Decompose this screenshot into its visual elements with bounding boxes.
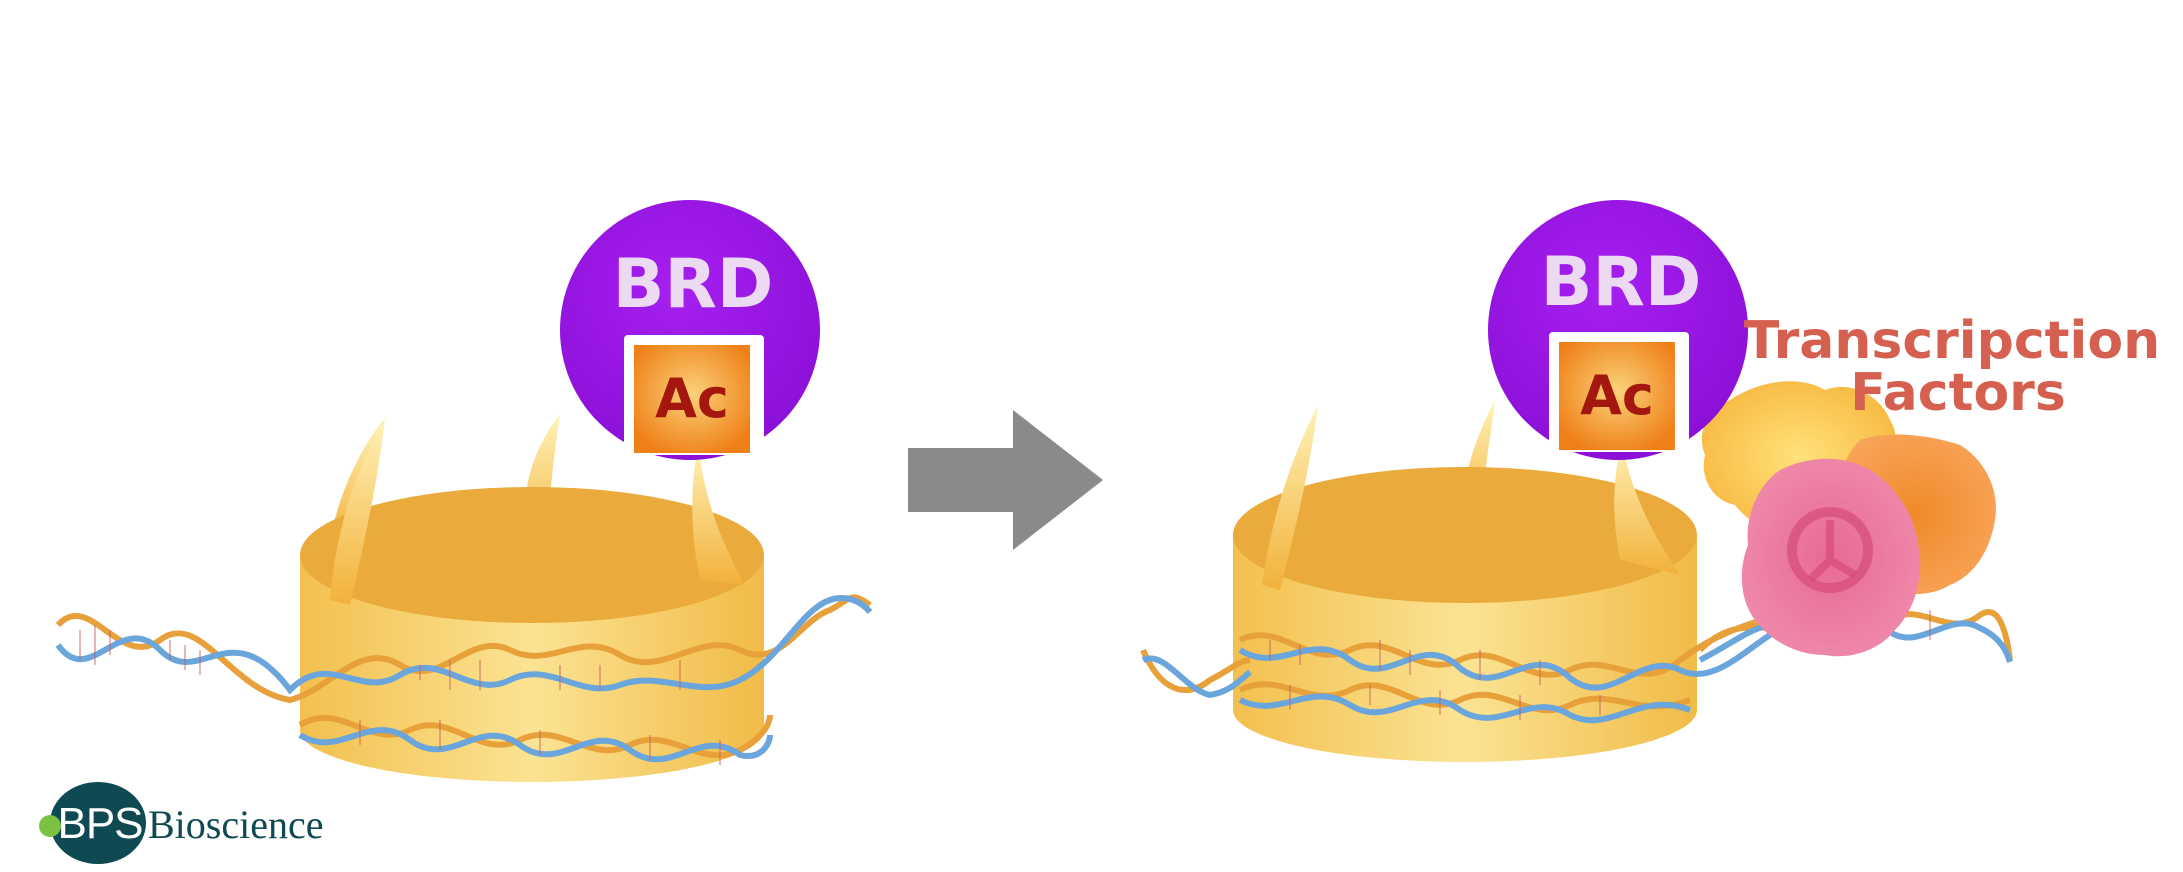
brd-label: BRD <box>613 245 774 324</box>
ac-label: Ac <box>1580 364 1654 427</box>
ac-label: Ac <box>655 367 729 430</box>
logo-bioscience-text: Bioscience <box>148 802 324 847</box>
histone-tail <box>1262 405 1318 590</box>
process-arrow <box>908 410 1103 550</box>
logo-bps-text: BPS <box>57 799 142 848</box>
dna-helix <box>55 594 873 763</box>
transcription-factors-cluster <box>1701 381 1996 657</box>
left-panel: BRD Ac <box>55 200 873 782</box>
histone-tail <box>1614 440 1680 575</box>
bps-bioscience-logo: BPS Bioscience <box>39 782 324 864</box>
right-panel: BRD Ac Transcripction Factors <box>1140 200 2160 762</box>
histone-tail <box>692 445 745 585</box>
acetyl-group: Ac <box>624 335 764 455</box>
histone-tail <box>330 418 385 605</box>
dna-rungs <box>79 625 721 765</box>
transcription-factors-label-line1: Transcripction <box>1744 311 2160 371</box>
dna-rungs <box>1269 610 1931 720</box>
acetyl-group: Ac <box>1549 332 1689 452</box>
brd-label: BRD <box>1541 243 1702 322</box>
transcription-factors-label-line2: Factors <box>1850 363 2066 423</box>
